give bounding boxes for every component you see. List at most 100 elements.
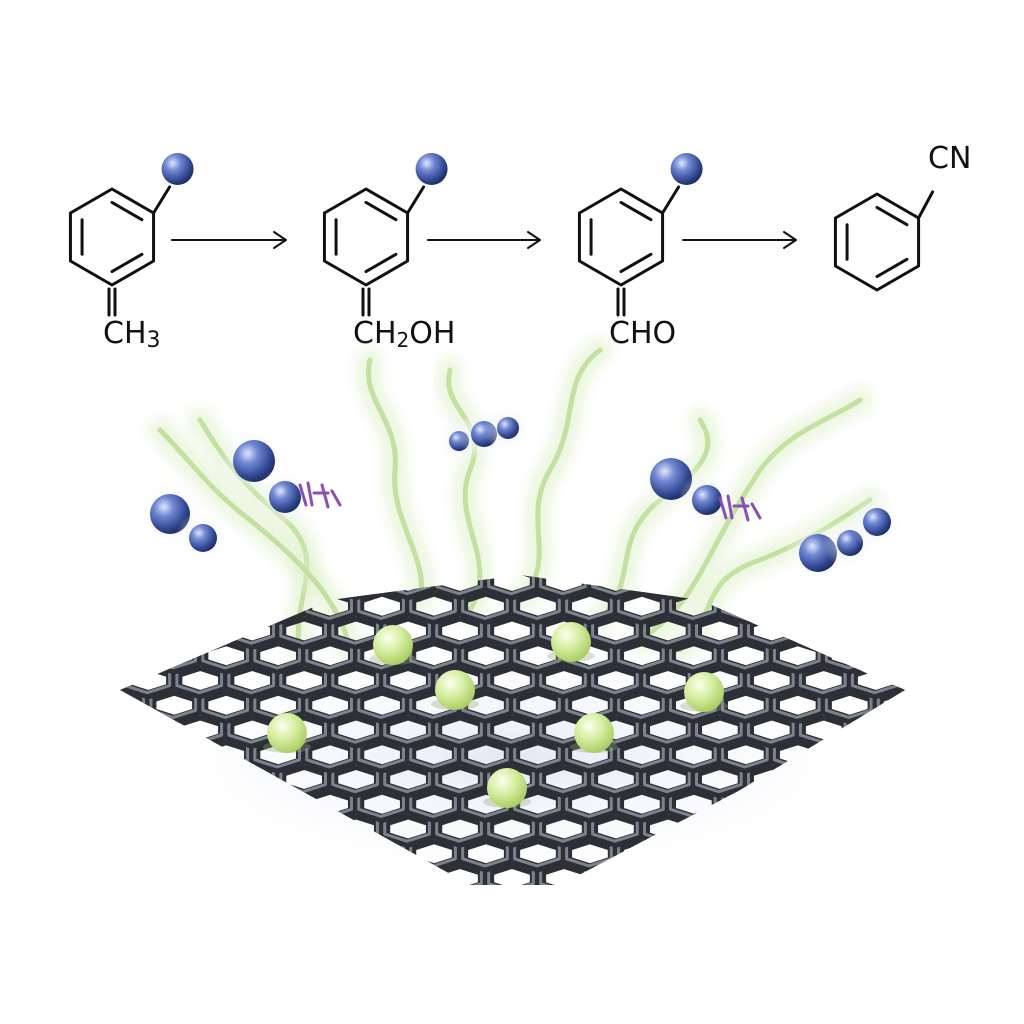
blue-atom-icon — [415, 153, 448, 185]
lattice-hexagon — [433, 575, 487, 601]
lattice-hexagon — [47, 838, 93, 868]
nitrile-bond — [917, 190, 935, 220]
lattice-hexagon — [848, 661, 903, 700]
lattice-hexagon — [147, 835, 202, 873]
lattice-hexagon — [120, 859, 124, 885]
lattice-hexagon — [822, 587, 877, 625]
lattice-hexagon — [744, 859, 799, 885]
lattice-hexagon — [411, 491, 457, 521]
lattice-hexagon — [848, 575, 903, 601]
active-site-sphere-icon — [483, 768, 531, 808]
lattice-hexagon — [900, 711, 905, 749]
lattice-hexagon — [121, 859, 176, 885]
lattice-hexagon — [900, 612, 905, 650]
lattice-hexagon — [173, 859, 228, 885]
lattice-hexagon — [120, 810, 124, 848]
lattice-hexagon — [848, 612, 903, 650]
lattice-hexagon — [47, 640, 93, 670]
lattice-hexagon — [47, 590, 93, 620]
lattice-hexagon — [956, 664, 1002, 694]
molecule-fragment-right — [678, 471, 762, 529]
lattice-hexagon — [120, 661, 124, 700]
lattice-hexagon — [982, 541, 1024, 571]
lattice-hexagon — [225, 859, 280, 885]
lattice-hexagon — [21, 516, 67, 546]
lattice-hexagon — [956, 516, 1002, 546]
lattice-hexagon — [956, 714, 1002, 744]
lattice-hexagon — [982, 739, 1024, 769]
lattice-hexagon — [956, 615, 1002, 645]
lattice-hexagon — [770, 587, 825, 625]
lattice-hexagon — [930, 739, 976, 769]
lattice-hexagon — [21, 763, 67, 793]
lattice-hexagon — [120, 612, 124, 650]
lattice-hexagon — [120, 575, 124, 601]
lattice-hexagon — [147, 637, 202, 675]
lattice-hexagon — [21, 664, 67, 694]
active-site-sphere-icon — [570, 713, 618, 753]
floating-molecules — [136, 403, 905, 586]
active-site-sphere-icon — [680, 672, 728, 712]
lattice-hexagon — [982, 590, 1024, 620]
active-site-sphere-icon — [547, 622, 595, 662]
lattice-hexagon — [900, 810, 905, 848]
molecule-triatomic-right — [785, 494, 905, 586]
lattice-hexagon — [121, 661, 176, 700]
lattice-hexagon — [982, 491, 1024, 521]
label-benzaldehyde: CHO — [609, 316, 676, 351]
substituent-bond — [406, 185, 426, 215]
lattice-hexagon — [982, 788, 1024, 818]
lattice-hexagon — [537, 575, 591, 601]
lattice-hexagon — [173, 575, 228, 601]
plume-2 — [355, 347, 435, 613]
lattice-hexagon — [47, 788, 93, 818]
lattice-hexagon — [47, 739, 93, 769]
benzene-ring-2 — [322, 185, 426, 317]
lattice-hexagon — [121, 612, 176, 650]
purple-fragment-icon — [298, 481, 342, 509]
scheme-labels: CH3 CH2OH CHO CN — [103, 141, 971, 353]
lattice-hexagon — [121, 575, 176, 601]
lattice-hexagon — [120, 711, 124, 749]
lattice-hexagon — [120, 587, 150, 625]
lattice-hexagon — [904, 516, 950, 546]
lattice-hexagon — [21, 565, 67, 595]
lattice-hexagon — [982, 838, 1024, 868]
molecule-triatomic-top — [435, 403, 533, 465]
lattice-hexagon — [47, 541, 93, 571]
lattice-hexagon — [225, 612, 280, 650]
lattice-hexagon — [47, 491, 93, 521]
lattice-hexagon — [982, 689, 1024, 719]
plume-3 — [435, 357, 493, 623]
lattice-hexagon — [73, 516, 119, 546]
label-benzyl-alcohol: CH2OH — [353, 316, 455, 352]
plume-7 — [147, 417, 363, 663]
molecule-fragment-left — [255, 467, 342, 527]
lattice-hexagon — [199, 587, 254, 625]
lattice-hexagon — [563, 575, 617, 576]
lattice-hexagon — [930, 640, 976, 670]
blue-atom-icon — [670, 153, 703, 185]
lattice-hexagon — [120, 637, 150, 675]
lattice-hexagon — [21, 862, 67, 892]
lattice-hexagon — [173, 612, 228, 650]
active-sites — [263, 622, 728, 808]
lattice-hexagon — [930, 689, 976, 719]
active-site-sphere-icon — [431, 670, 479, 710]
lattice-hexagon — [120, 760, 124, 799]
lattice-hexagon — [930, 491, 976, 521]
benzene-ring-1 — [68, 185, 172, 317]
lattice-hexagon — [874, 587, 905, 625]
lattice-hexagon — [47, 689, 93, 719]
label-toluene: CH3 — [103, 316, 161, 353]
reaction-arrow-3 — [682, 231, 797, 249]
lattice-hexagon — [744, 612, 799, 650]
lattice-hexagon — [930, 788, 976, 818]
lattice-hexagon — [930, 541, 976, 571]
lattice-hexagon — [120, 575, 150, 576]
benzene-ring-4 — [833, 190, 935, 292]
lattice-hexagon — [900, 859, 905, 885]
molecule-diatomic-left — [136, 480, 231, 566]
substituent-bond — [661, 185, 681, 215]
lattice-hexagon — [874, 835, 905, 873]
